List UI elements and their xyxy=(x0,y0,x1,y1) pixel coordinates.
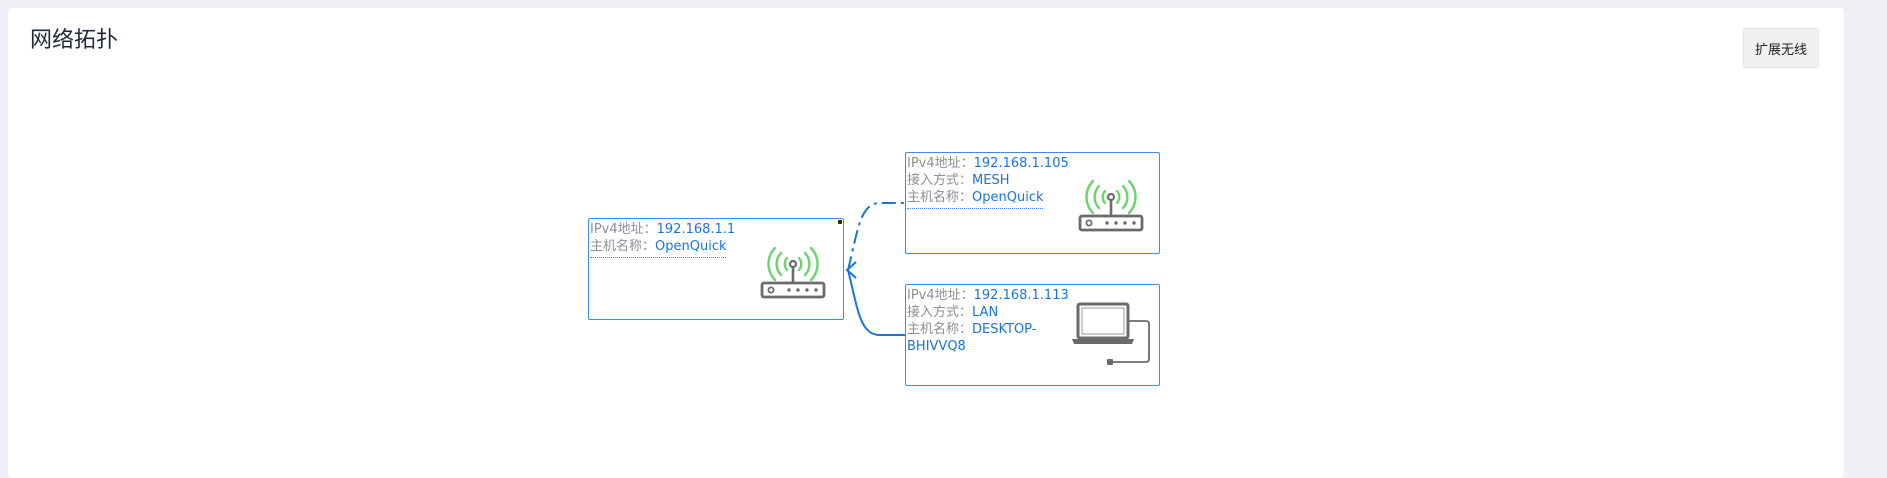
hostname-label: 主机名称： xyxy=(907,190,973,205)
access-value: LAN xyxy=(972,305,999,320)
ipv4-label: IPv4地址： xyxy=(590,222,657,237)
node-mesh-router[interactable]: IPv4地址：192.168.1.105 接入方式：MESH 主机名称：Open… xyxy=(905,152,1160,254)
access-label: 接入方式： xyxy=(907,173,973,188)
resize-handle[interactable] xyxy=(838,220,842,224)
hostname-label: 主机名称： xyxy=(907,322,973,337)
node-lan-laptop[interactable]: IPv4地址：192.168.1.113 接入方式：LAN 主机名称：DESKT… xyxy=(905,284,1160,386)
access-value: MESH xyxy=(972,173,1010,188)
laptop-icon xyxy=(1072,302,1150,365)
hostname-value: OpenQuick xyxy=(972,190,1044,205)
access-label: 接入方式： xyxy=(907,305,973,320)
hostname-value: OpenQuick xyxy=(655,239,727,254)
ipv4-value: 192.168.1.105 xyxy=(973,156,1069,171)
ipv4-value: 192.168.1.113 xyxy=(973,288,1069,303)
router-icon xyxy=(760,246,826,299)
ipv4-value: 192.168.1.1 xyxy=(656,222,736,237)
ipv4-label: IPv4地址： xyxy=(907,288,974,303)
hostname-value: DESKTOP-BHIVVQ8 xyxy=(907,322,1037,354)
node-root-router[interactable]: IPv4地址：192.168.1.1 主机名称：OpenQuick xyxy=(588,218,844,320)
page-title: 网络拓扑 xyxy=(30,28,119,53)
extend-wireless-button[interactable]: 扩展无线 xyxy=(1743,28,1819,68)
hostname-label: 主机名称： xyxy=(590,239,656,254)
ipv4-label: IPv4地址： xyxy=(907,156,974,171)
router-icon xyxy=(1078,179,1144,232)
